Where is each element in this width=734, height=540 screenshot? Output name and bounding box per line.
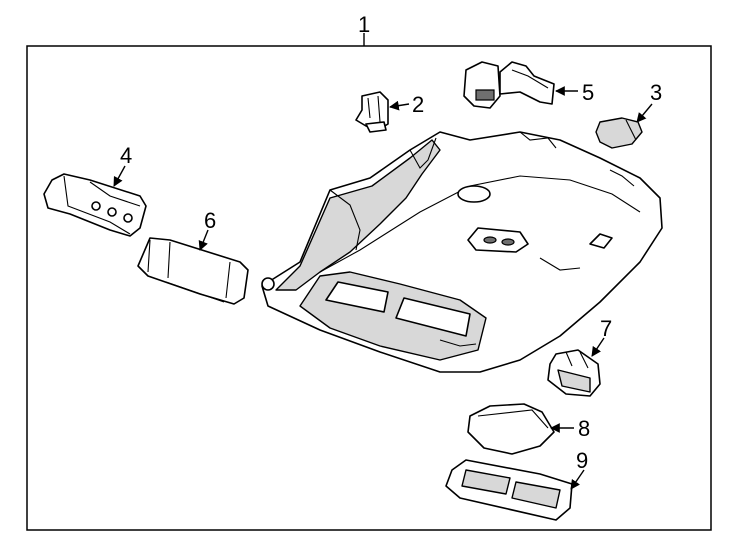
part-2-clip	[355, 91, 389, 133]
part-3-bulb	[595, 117, 643, 149]
callout-5: 5	[582, 80, 594, 105]
callout-1: 1	[358, 12, 370, 37]
part-4-switch	[43, 173, 147, 237]
part-5-connector	[463, 61, 555, 109]
callout-2: 2	[412, 92, 424, 117]
callout-6: 6	[204, 208, 216, 233]
part-6-module	[137, 237, 249, 305]
callout-4: 4	[120, 143, 132, 168]
callout-8: 8	[578, 416, 590, 441]
callout-3: 3	[650, 80, 662, 105]
part-1-overhead-console	[261, 131, 663, 373]
part-7-sensor	[547, 349, 601, 397]
part-9-bezel	[445, 459, 573, 521]
callout-7: 7	[600, 316, 612, 341]
diagram-frame	[26, 45, 712, 531]
callout-9: 9	[576, 448, 588, 473]
part-8-cover	[467, 403, 555, 455]
